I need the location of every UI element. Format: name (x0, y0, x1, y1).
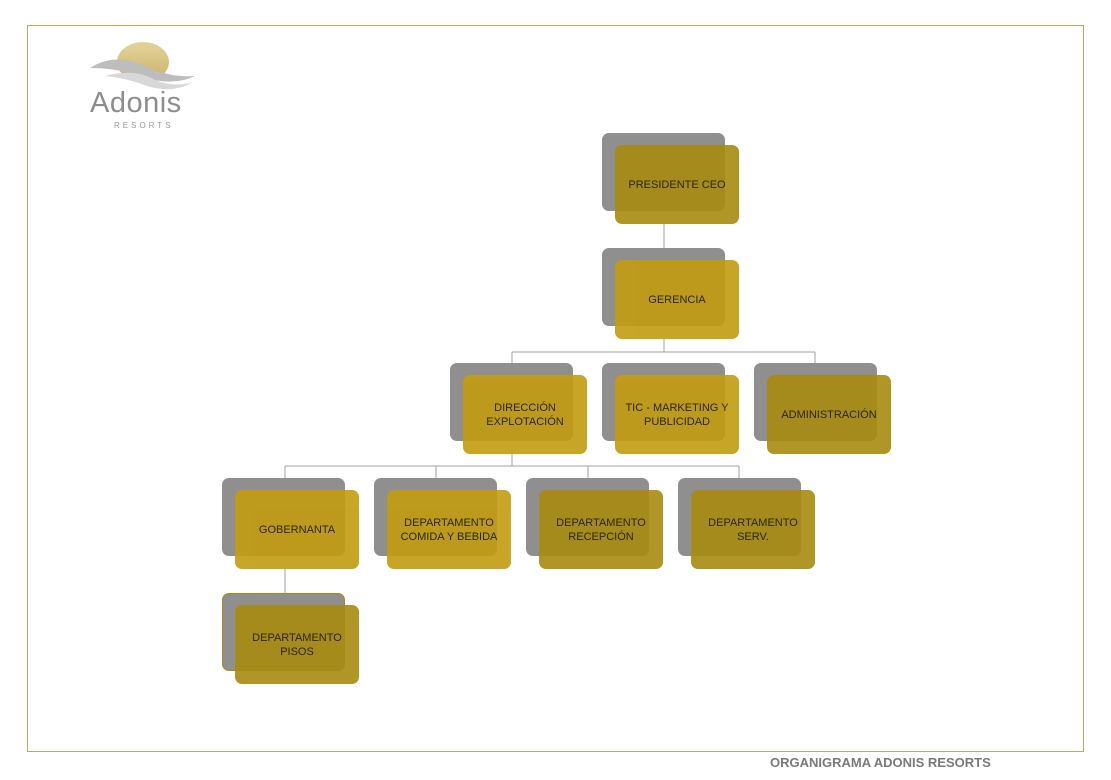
adonis-logo (90, 42, 195, 90)
node-serv: DEPARTAMENTO SERV. (678, 478, 815, 569)
page-frame (27, 25, 1084, 752)
node-tic-marketing: TIC - MARKETING Y PUBLICIDAD (602, 363, 739, 454)
node-administracion: ADMINISTRACIÓN (754, 363, 891, 454)
node-direccion-explotacion: DIRECCIÓN EXPLOTACIÓN (450, 363, 587, 454)
node-gerencia: GERENCIA (602, 248, 739, 339)
node-label: TIC - MARKETING Y PUBLICIDAD (615, 375, 739, 454)
node-label: GOBERNANTA (235, 490, 359, 569)
logo-wordmark: Adonis (90, 87, 182, 119)
footer-title: ORGANIGRAMA ADONIS RESORTS (770, 755, 991, 770)
node-pisos: DEPARTAMENTO PISOS (222, 593, 359, 684)
node-label: DIRECCIÓN EXPLOTACIÓN (463, 375, 587, 454)
node-label: ADMINISTRACIÓN (767, 375, 891, 454)
node-gobernanta: GOBERNANTA (222, 478, 359, 569)
node-comida-bebida: DEPARTAMENTO COMIDA Y BEBIDA (374, 478, 511, 569)
node-presidente-ceo: PRESIDENTE CEO (602, 133, 739, 224)
node-label: DEPARTAMENTO SERV. (691, 490, 815, 569)
logo-tagline: RESORTS (114, 121, 174, 130)
node-label: PRESIDENTE CEO (615, 145, 739, 224)
node-recepcion: DEPARTAMENTO RECEPCIÓN (526, 478, 663, 569)
node-label: DEPARTAMENTO RECEPCIÓN (539, 490, 663, 569)
node-label: DEPARTAMENTO PISOS (235, 605, 359, 684)
node-label: DEPARTAMENTO COMIDA Y BEBIDA (387, 490, 511, 569)
node-label: GERENCIA (615, 260, 739, 339)
